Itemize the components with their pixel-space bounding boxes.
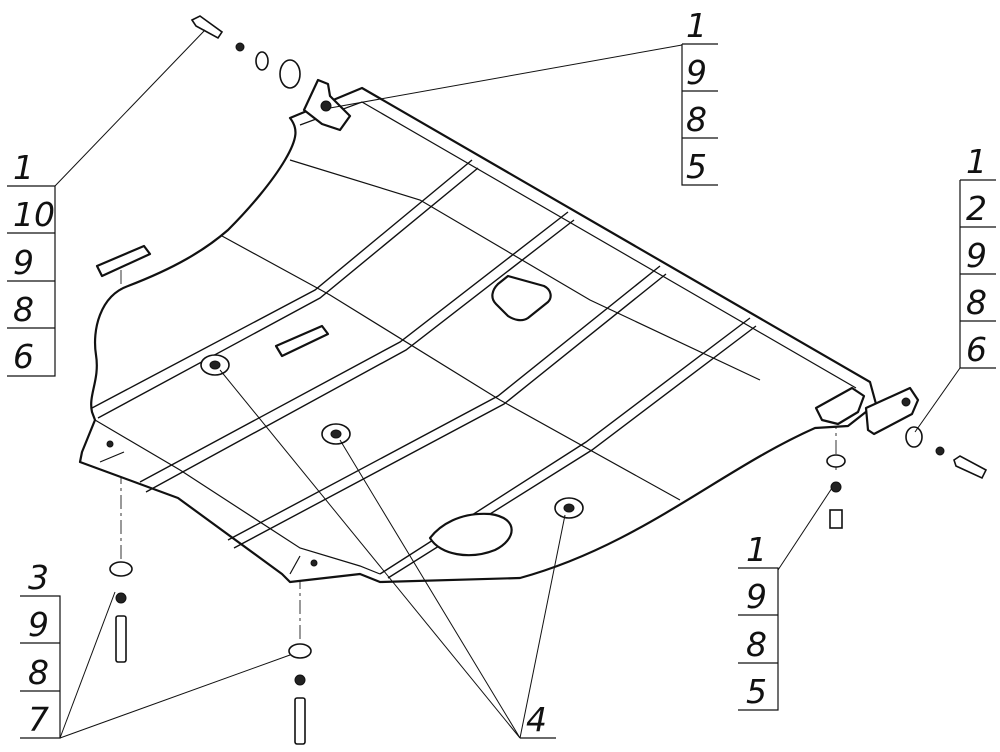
callout-lower-right: 1 9 8 5 — [738, 530, 779, 711]
callout-right-n2: 2 — [966, 189, 987, 228]
drain-cutout — [428, 512, 513, 557]
clip-nut-left — [95, 244, 152, 278]
front-washer-large — [279, 59, 301, 89]
rib-3 — [227, 265, 661, 541]
callout-top-center-n1: 1 — [686, 6, 707, 45]
rib-3b — [233, 273, 667, 549]
callout-left-n5: 6 — [13, 337, 34, 376]
plate-rear-lip — [91, 411, 381, 575]
callout-washers: 4 — [520, 700, 556, 739]
front-spring-washer — [235, 42, 245, 52]
leader-lines — [54, 29, 961, 739]
rib-2b — [145, 219, 575, 493]
callout-right-n3: 9 — [966, 236, 987, 275]
right-bolt — [953, 455, 988, 480]
callout-right-n4: 8 — [966, 283, 987, 322]
rear-slot — [289, 555, 301, 575]
front-bracket-assembly — [190, 15, 352, 132]
callout-lower-left-n4: 7 — [28, 700, 49, 739]
rib-1 — [91, 159, 473, 409]
callout-lower-left-n1: 3 — [28, 558, 49, 597]
callout-top-center-n2: 9 — [686, 53, 707, 92]
callout-lower-right-n4: 5 — [746, 672, 767, 711]
right-bracket-on-plate — [814, 386, 866, 426]
skid-plate — [78, 86, 878, 584]
callout-left-n2: 10 — [13, 195, 55, 234]
callout-washers-label: 4 — [526, 700, 547, 739]
callout-lower-right-n2: 9 — [746, 577, 767, 616]
callout-lower-left: 3 9 8 7 — [20, 558, 61, 739]
left-lower-bolt — [115, 615, 127, 663]
left-hole — [106, 440, 114, 448]
center-lower-spring — [294, 674, 306, 686]
left-lower-spring — [115, 592, 127, 604]
callout-lower-left-n2: 9 — [28, 605, 49, 644]
callout-top-center-n4: 5 — [686, 147, 707, 186]
callout-top-center: 1 9 8 5 — [681, 6, 718, 186]
left-lower-washer — [109, 561, 133, 577]
left-slot — [99, 451, 125, 463]
right-bracket-assembly — [814, 386, 988, 529]
callout-lower-left-n3: 8 — [28, 653, 49, 692]
front-bracket-hole — [320, 100, 332, 112]
lower-bolts — [109, 561, 312, 745]
service-hatch — [491, 274, 552, 322]
right-washer — [905, 426, 923, 448]
fold-line-1 — [221, 235, 681, 501]
right-lower-bolt — [829, 509, 843, 529]
plate-washer-3-hole — [563, 503, 575, 513]
right-lower-spring — [830, 481, 842, 493]
skid-plate-outline — [78, 86, 878, 584]
callout-lower-right-n1: 1 — [746, 530, 767, 569]
callout-right-n5: 6 — [966, 330, 987, 369]
center-lower-washer — [288, 643, 312, 659]
right-bracket-hole — [901, 397, 911, 407]
center-lower-bolt — [294, 697, 306, 745]
right-lower-washer — [826, 454, 846, 468]
clip-nuts — [95, 244, 330, 358]
clip-nut-center — [274, 324, 330, 358]
callout-left: 1 10 9 8 6 — [7, 148, 56, 377]
front-washer-small — [255, 51, 269, 71]
fold-line-2 — [289, 159, 761, 381]
callout-left-n1: 1 — [13, 148, 34, 187]
callout-lower-right-n3: 8 — [746, 625, 767, 664]
right-spring-washer — [935, 446, 945, 456]
plate-washers — [200, 354, 584, 519]
plate-washer-2-hole — [330, 429, 342, 439]
plate-washer-1-hole — [209, 360, 221, 370]
callout-right-n1: 1 — [966, 142, 987, 181]
rib-1b — [97, 167, 479, 419]
front-bolt — [190, 15, 224, 40]
callout-left-n4: 8 — [13, 290, 34, 329]
callout-right: 1 2 9 8 6 — [959, 142, 996, 369]
callout-top-center-n3: 8 — [686, 100, 707, 139]
rear-hole — [310, 559, 318, 567]
callout-left-n3: 9 — [13, 243, 34, 282]
rib-2 — [139, 211, 569, 483]
